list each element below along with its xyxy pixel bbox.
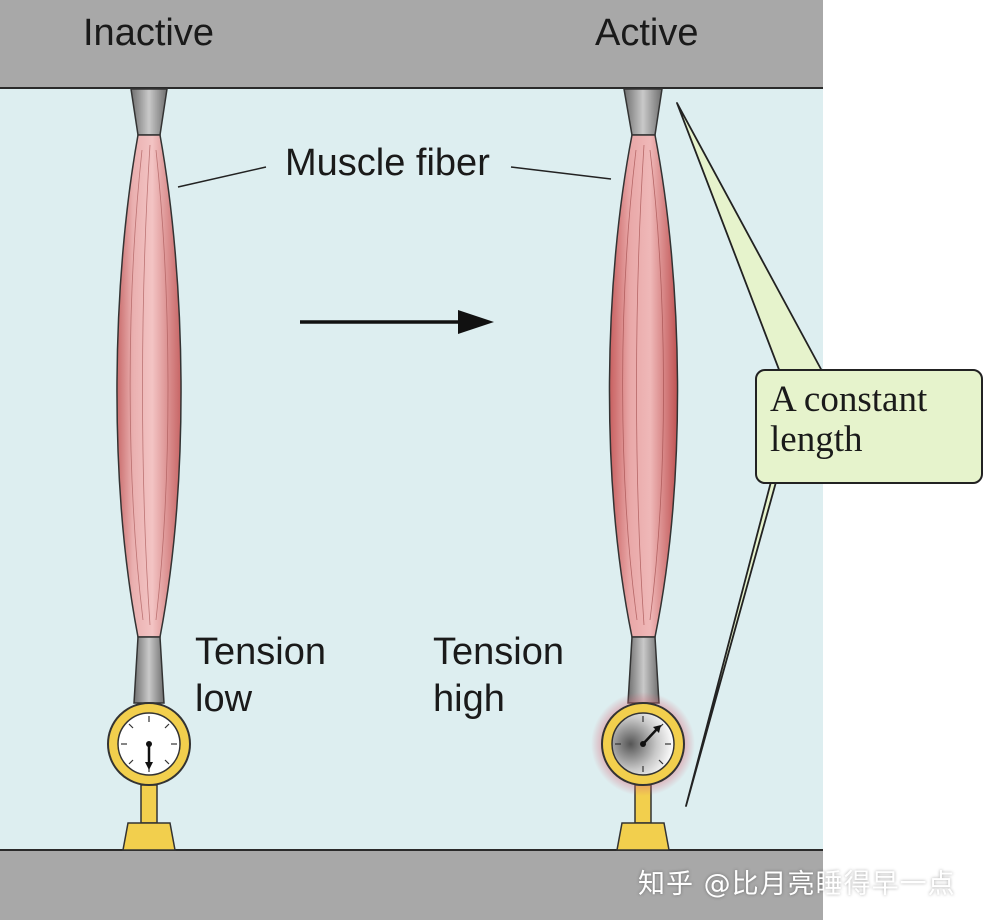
- tension-low-line2: low: [195, 678, 253, 720]
- inactive-gauge-stem: [140, 784, 158, 824]
- muscle-fiber-label: Muscle fiber: [285, 142, 490, 184]
- constant-length-callout: [676, 102, 983, 807]
- inactive-title: Inactive: [83, 12, 214, 54]
- transition-arrow: [300, 310, 494, 334]
- tension-high-label: Tension high: [433, 629, 564, 723]
- active-gauge-base: [616, 822, 670, 851]
- inactive-tendon-top: [130, 88, 168, 136]
- inactive-gauge-base: [122, 822, 176, 851]
- tension-high-line2: high: [433, 678, 505, 720]
- active-title: Active: [595, 12, 699, 54]
- active-fiber: [608, 88, 679, 704]
- tension-high-line1: Tension: [433, 631, 564, 673]
- inactive-tension-gauge: [107, 702, 191, 851]
- fiber-leader-right: [510, 166, 612, 180]
- watermark: 知乎 @比月亮睡得早一点: [638, 869, 956, 900]
- tension-low-label: Tension low: [195, 629, 326, 723]
- active-muscle-belly: [608, 134, 679, 638]
- inactive-fiber: [116, 88, 182, 704]
- callout-text: A constant length: [770, 379, 928, 460]
- active-tension-gauge: [591, 692, 695, 851]
- top-frame: [0, 0, 823, 88]
- tension-low-line1: Tension: [195, 631, 326, 673]
- inactive-muscle-belly: [116, 134, 182, 638]
- callout-box: [755, 369, 983, 484]
- inactive-tendon-bottom: [133, 636, 165, 704]
- bottom-frame: [0, 850, 823, 920]
- fiber-leader-left: [177, 166, 267, 188]
- active-gauge-needle: [642, 728, 658, 745]
